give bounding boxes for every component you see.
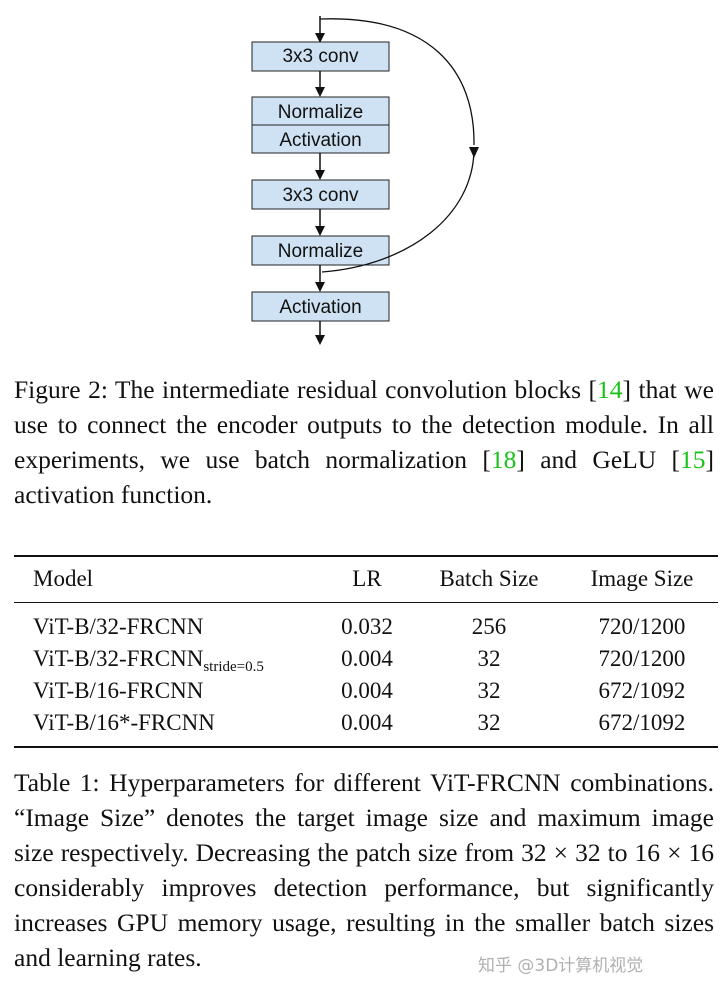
cell-lr: 0.032 [341, 614, 393, 639]
diagram-svg: 3x3 conv Normalize Activation 3x3 conv N… [251, 16, 479, 345]
normalize-block-2 [251, 235, 390, 266]
cell-model: ViT-B/16*-FRCNN [33, 707, 215, 739]
figure-caption: Figure 2: The intermediate residual conv… [14, 372, 714, 512]
table-top-rule [14, 555, 718, 557]
conv-block-1-label: 3x3 conv [282, 46, 359, 67]
cell-model-name: ViT-B/32-FRCNN [33, 614, 204, 639]
normalize-block-1 [251, 96, 390, 126]
header-lr: LR [352, 566, 382, 591]
header-model: Model [33, 566, 94, 591]
table-row: ViT-B/16*-FRCNN 0.004 32 672/1092 [14, 707, 718, 739]
activation-block-2-label: Activation [279, 297, 361, 318]
normalize-block-1-label: Normalize [278, 102, 364, 123]
activation-block-2 [251, 291, 390, 322]
cell-model-name: ViT-B/16*-FRCNN [33, 710, 215, 735]
header-batch-size: Batch Size [439, 566, 539, 591]
figure-caption-prefix: Figure 2: The intermediate residual conv… [14, 375, 598, 404]
cell-lr: 0.004 [341, 710, 393, 735]
cell-image-size: 720/1200 [598, 646, 686, 671]
cell-batch-size: 256 [471, 614, 507, 639]
figure-caption-mid1: ] that we use to connect the encoder out… [14, 375, 714, 474]
normalize-block-2-label: Normalize [278, 241, 364, 262]
table-row: ViT-B/32-FRCNNstride=0.5 0.004 32 720/12… [14, 643, 718, 675]
citation-link[interactable]: 15 [680, 445, 706, 474]
cell-model-subscript: stride=0.5 [203, 659, 264, 675]
table-header-row: Model LR Batch Size Image Size [14, 563, 718, 595]
table-mid-rule [14, 602, 718, 603]
table-bottom-rule [14, 746, 718, 748]
skip-connection-lower [321, 149, 475, 273]
cell-image-size: 720/1200 [598, 614, 686, 639]
figure-caption-suffix: ] activation function. [14, 445, 714, 509]
conv-block-2-label: 3x3 conv [282, 185, 359, 206]
skip-connection-upper [319, 18, 475, 146]
cell-model: ViT-B/16-FRCNN [33, 675, 203, 707]
table-row: ViT-B/16-FRCNN 0.004 32 672/1092 [14, 675, 718, 707]
cell-batch-size: 32 [477, 646, 501, 671]
table-row: ViT-B/32-FRCNN 0.032 256 720/1200 [14, 611, 718, 643]
cell-model-name: ViT-B/32-FRCNN [33, 646, 204, 671]
activation-block-1 [251, 124, 390, 154]
header-image-size: Image Size [590, 566, 694, 591]
citation-link[interactable]: 18 [490, 445, 517, 474]
residual-block-diagram: 3x3 conv Normalize Activation 3x3 conv N… [0, 0, 723, 355]
table-caption: Table 1: Hyperparameters for different V… [14, 768, 714, 972]
cell-image-size: 672/1092 [598, 710, 686, 735]
cell-batch-size: 32 [477, 710, 501, 735]
cell-model-name: ViT-B/16-FRCNN [33, 678, 204, 703]
watermark: 知乎 @3D计算机视觉 [478, 956, 644, 976]
activation-block-1-label: Activation [279, 130, 361, 151]
cell-lr: 0.004 [341, 678, 393, 703]
cell-image-size: 672/1092 [598, 678, 686, 703]
citation-link[interactable]: 14 [597, 375, 623, 404]
cell-model: ViT-B/32-FRCNN [33, 611, 203, 643]
figure-caption-mid2: ] and GeLU [ [516, 445, 680, 474]
cell-model: ViT-B/32-FRCNNstride=0.5 [33, 643, 264, 675]
cell-lr: 0.004 [341, 646, 393, 671]
cell-batch-size: 32 [477, 678, 501, 703]
